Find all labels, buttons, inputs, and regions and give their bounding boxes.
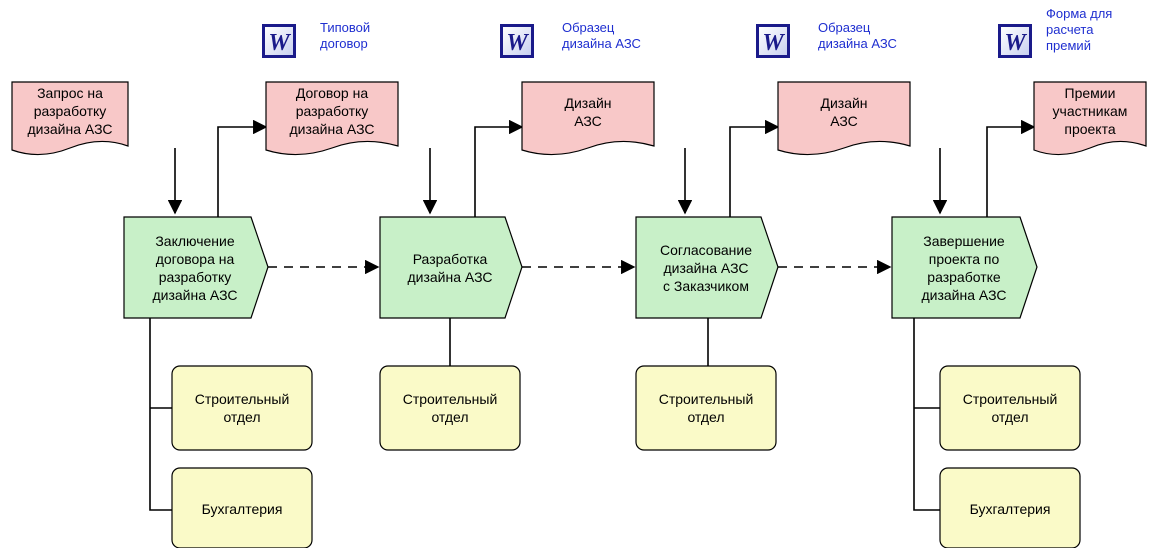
document-label: Запрос на разработку дизайна АЗС	[27, 85, 113, 137]
role-box[interactable]	[379, 365, 521, 451]
role-box[interactable]	[939, 467, 1081, 548]
document-label: Дизайн АЗС	[564, 95, 612, 129]
process-shape[interactable]	[379, 216, 523, 319]
svg-text:W: W	[506, 30, 529, 56]
process-label: Согласование дизайна АЗС с Заказчиком	[660, 242, 752, 294]
word-link-label[interactable]: Образец дизайна АЗС	[818, 20, 897, 51]
word-doc-icon[interactable]: W	[262, 24, 296, 58]
role-box[interactable]	[939, 365, 1081, 451]
process-shape[interactable]	[891, 216, 1038, 319]
document-shape[interactable]	[265, 81, 399, 156]
word-link-label[interactable]: Образец дизайна АЗС	[562, 20, 641, 51]
process-label: Завершение проекта по разработке дизайна…	[921, 233, 1007, 303]
role-label: Строительный отдел	[194, 391, 290, 425]
word-doc-icon[interactable]: W	[756, 24, 790, 58]
document-label: Договор на разработку дизайна АЗС	[289, 85, 375, 137]
svg-text:W: W	[1004, 30, 1027, 56]
role-box[interactable]	[171, 365, 313, 451]
word-doc-icon[interactable]: W	[500, 24, 534, 58]
document-label: Премии участникам проекта	[1052, 85, 1128, 137]
process-label: Заключение договора на разработку дизайн…	[152, 233, 238, 303]
document-shape[interactable]	[1033, 81, 1147, 156]
role-box[interactable]	[635, 365, 777, 451]
role-label: Строительный отдел	[962, 391, 1058, 425]
connectors	[149, 119, 1036, 511]
document-shape[interactable]	[11, 81, 129, 156]
role-box[interactable]	[171, 467, 313, 548]
document-shape[interactable]	[777, 81, 911, 156]
svg-text:W: W	[762, 30, 785, 56]
svg-text:W: W	[268, 30, 291, 56]
role-label: Бухгалтерия	[969, 501, 1051, 517]
word-link-label[interactable]: Типовой договор	[320, 20, 371, 51]
document-shape[interactable]	[521, 81, 655, 156]
process-shape[interactable]	[123, 216, 269, 319]
process-shape[interactable]	[635, 216, 779, 319]
process-label: Разработка дизайна АЗС	[407, 251, 493, 285]
word-link-label[interactable]: Форма для расчета премий	[1046, 6, 1113, 53]
document-label: Дизайн АЗС	[820, 95, 868, 129]
role-label: Бухгалтерия	[201, 501, 283, 517]
role-label: Строительный отдел	[658, 391, 754, 425]
word-doc-icon[interactable]: W	[998, 24, 1032, 58]
role-label: Строительный отдел	[402, 391, 498, 425]
